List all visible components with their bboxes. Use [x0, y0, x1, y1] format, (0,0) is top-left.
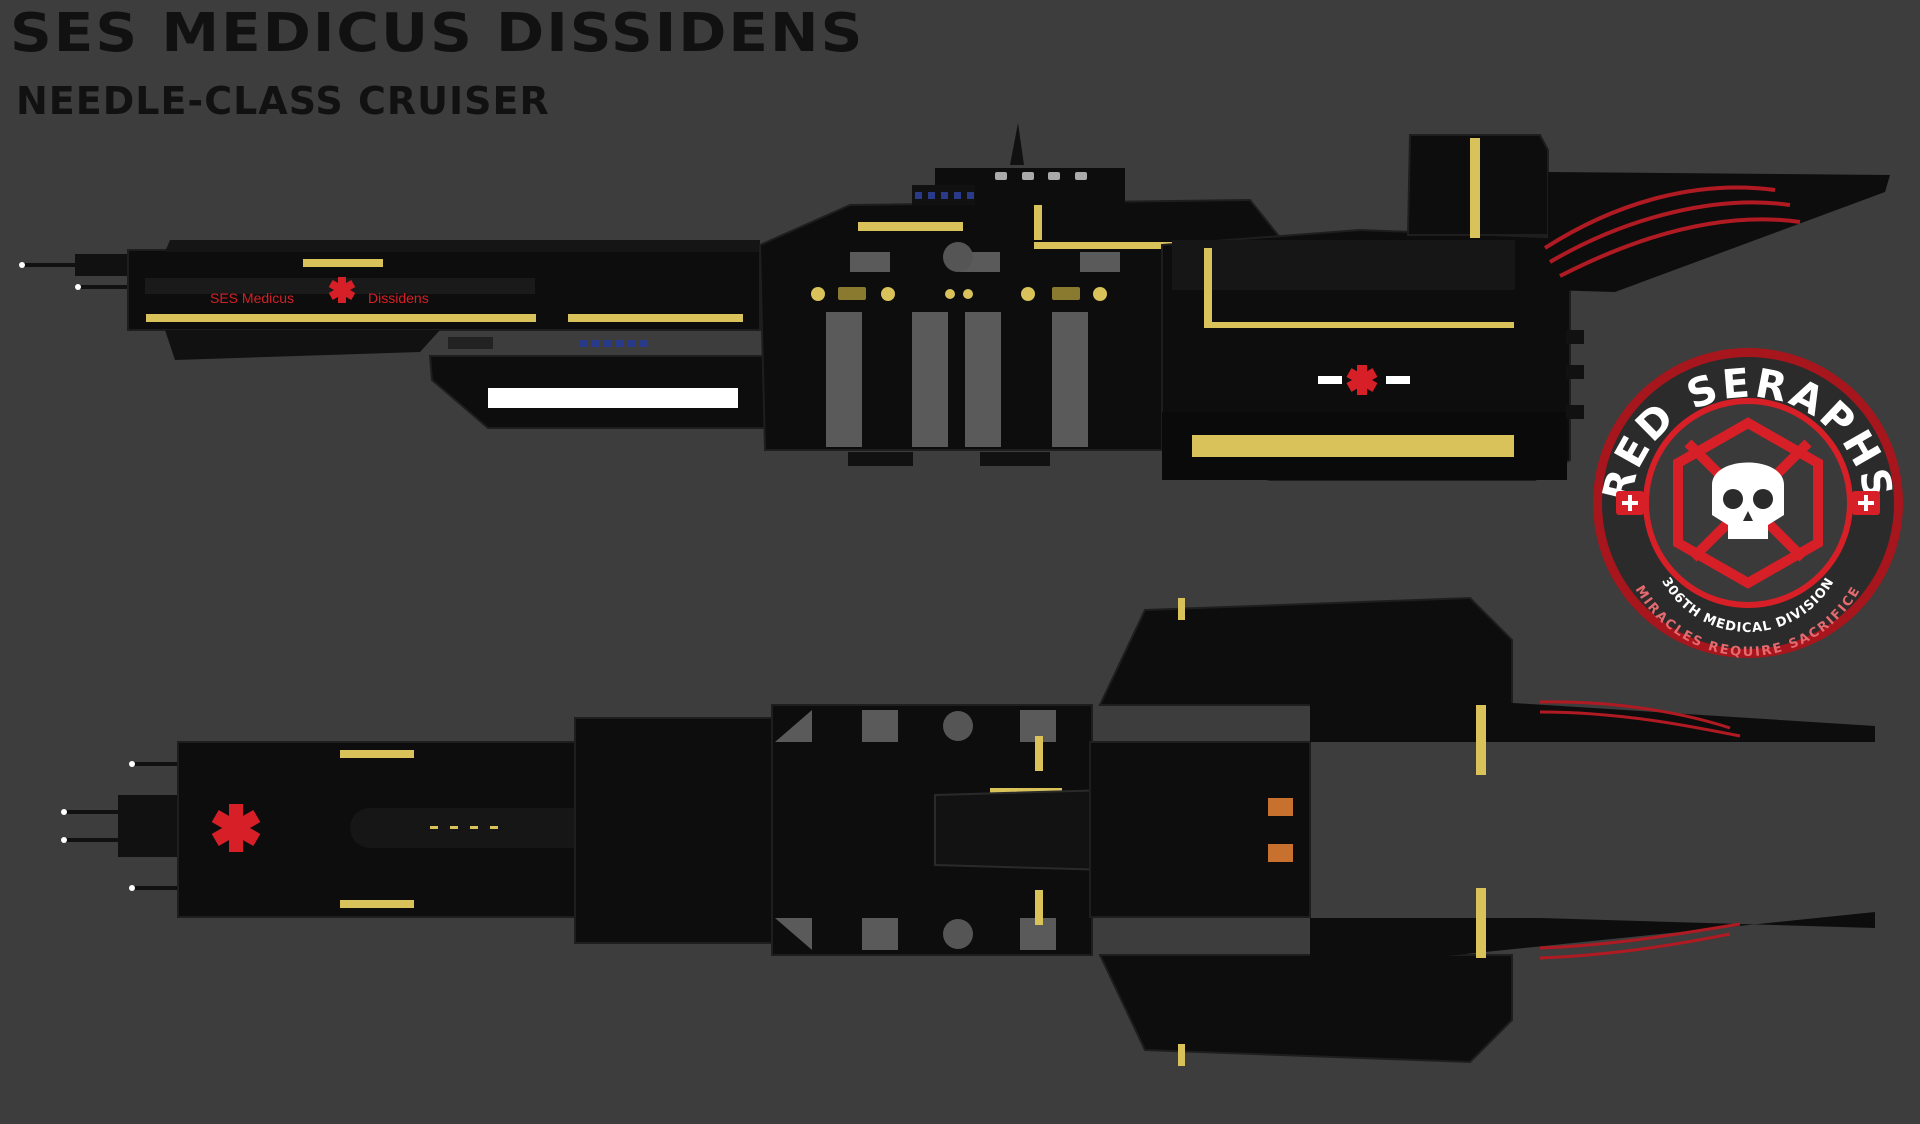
red-seraphs-emblem: RED SERAPHS 306TH MEDICAL DIVISION MIRAC… [1593, 348, 1903, 660]
red-cross-marking-small [328, 277, 356, 303]
hull-trim [1192, 435, 1514, 457]
hull-name-left: SES Medicus [210, 290, 294, 306]
bridge-windows [995, 172, 1087, 180]
aft-hull-top [1089, 741, 1311, 918]
bow-antennas [64, 762, 180, 890]
forward-deck [165, 240, 760, 252]
hangar-light-strip [488, 388, 738, 408]
upper-fin-top [1310, 690, 1875, 742]
hull-trim [146, 314, 536, 322]
aft-upper-plating [1172, 240, 1515, 290]
page-subtitle: NEEDLE-CLASS CRUISER [16, 79, 550, 123]
landing-struts [848, 452, 1050, 466]
hull-trim [858, 222, 963, 231]
engine-port [1268, 844, 1293, 862]
window-row-blue [915, 192, 974, 199]
aft-fin [1548, 172, 1890, 292]
medkit-icon [1616, 491, 1644, 515]
emblem-hexagon [1673, 417, 1823, 589]
antenna-tip-light [61, 809, 67, 815]
hull-trim [1035, 736, 1043, 771]
antenna-tip-light [129, 761, 135, 767]
bow-block [118, 795, 180, 857]
hull-trim [1178, 1044, 1185, 1066]
red-cross-marking [211, 804, 261, 852]
antenna-tip-light [19, 262, 25, 268]
mid-hull-top [574, 717, 776, 944]
bow-antennas [22, 263, 130, 289]
sensor-dome [943, 711, 973, 741]
marking-bar [1318, 376, 1342, 384]
hull-trim [340, 750, 414, 758]
lower-fin-top [1310, 912, 1875, 970]
side-view-ship: SES Medicus Dissidens [19, 123, 1890, 481]
window-row-blue [580, 340, 647, 347]
medkit-icon [1852, 491, 1880, 515]
engine-exhaust [1566, 330, 1584, 419]
antenna-tip-light [61, 837, 67, 843]
mast-antenna [1010, 123, 1024, 165]
antenna-tip-light [129, 885, 135, 891]
grey-hull-panels [826, 252, 1120, 447]
top-view-ship [61, 596, 1875, 1066]
skull-icon [1712, 462, 1784, 539]
sensor-dome [943, 242, 973, 272]
hull-trim [1470, 138, 1480, 238]
hull-trim [1204, 322, 1514, 328]
hull-trim [1034, 185, 1042, 240]
hull-trim [303, 259, 383, 267]
hull-trim [990, 788, 1062, 793]
hull-trim [568, 314, 743, 322]
hull-trim [1476, 888, 1486, 958]
red-cross-marking [1346, 365, 1378, 395]
red-feather-decal [1539, 700, 1741, 960]
bow-tip [75, 254, 135, 276]
hull-trim [1034, 242, 1204, 249]
sensor-dome [943, 919, 973, 949]
bridge-deck-top [934, 788, 1111, 872]
marking-bar [1386, 376, 1410, 384]
hull-name-right: Dissidens [368, 290, 429, 306]
vent-grille [448, 337, 493, 349]
running-lights [811, 287, 1107, 301]
hull-trim [1178, 598, 1185, 620]
page-title: SES MEDICUS DISSIDENS [10, 1, 865, 64]
engine-port [1268, 798, 1293, 816]
upper-nacelle [1098, 596, 1513, 706]
hull-trim [340, 900, 414, 908]
red-feather-decal [1543, 185, 1801, 278]
hull-trim [1476, 705, 1486, 775]
forward-underside [165, 330, 440, 360]
antenna-tip-light [75, 284, 81, 290]
hull-trim [1035, 890, 1043, 925]
lower-nacelle [1098, 954, 1513, 1064]
hull-trim [1204, 248, 1212, 323]
